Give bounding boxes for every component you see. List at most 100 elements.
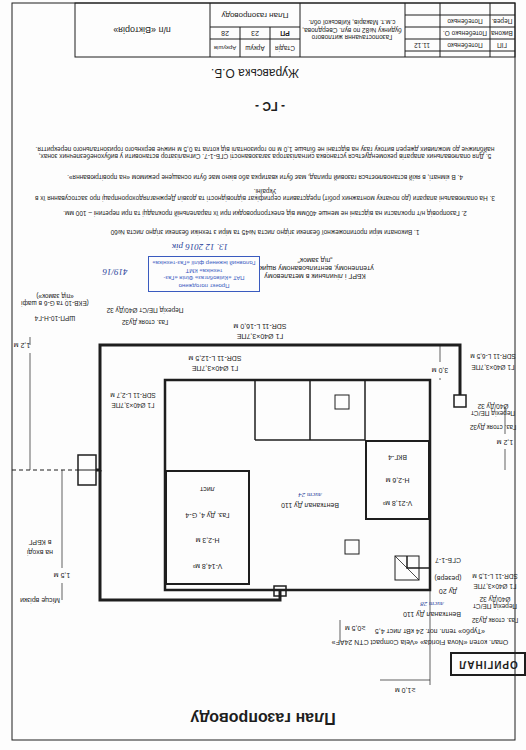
dimension-line [380, 680, 430, 681]
title-block-cell: Стадія [275, 44, 295, 51]
dimension-line [30, 353, 31, 470]
dimension-line [62, 470, 63, 568]
node-text: ВКГ-4 [388, 453, 407, 461]
dimension-label: 3,0 м [432, 366, 449, 374]
node-text: H-2,3 м [196, 536, 220, 544]
tie-in-label: Місце врізки [20, 596, 60, 604]
pipe-spec: SDR-11 L-6,5 м [470, 352, 516, 359]
frame-group [12, 3, 515, 740]
gas-riser [454, 395, 466, 407]
node-text: ПАТ «Київоблгаз» Філія «Газ-техніка» КМТ [152, 267, 256, 281]
dimension-line [440, 345, 441, 362]
original-stamp: ОРИГІНАЛ [450, 652, 526, 676]
node-text: Головний інженер філії «Газ-техніка» [152, 259, 255, 266]
dimension-line [440, 378, 441, 380]
gas-pipeline [100, 470, 280, 600]
dimension-line [62, 583, 63, 600]
tie-in-label: в КБРГ [29, 538, 52, 546]
transition-label: Перехід ПЕ/Ст Ø40/Ду 32 [469, 596, 521, 611]
transition-label: Перехід ПЕ/Ст Ø40/Ду 32 [107, 306, 184, 313]
dimension-label: 1,5 м [54, 571, 71, 579]
dimension-line [505, 449, 506, 470]
sheet-reference: лист 24 [298, 491, 321, 499]
title-block-cell: 23 [251, 29, 259, 37]
dimension-group [30, 337, 505, 685]
general-note: 2. Газопровід н/т прокласти на відстані … [30, 209, 500, 216]
tie-in-label: на вході [27, 548, 53, 556]
sheet-frame [12, 3, 515, 740]
title-block [75, 3, 515, 57]
title-block-cell: План газопроводу [222, 10, 289, 19]
vent-duct-symbol [335, 395, 349, 409]
node-text: V-21,8 м³ [383, 499, 412, 507]
general-note: 4. В кімнаті, в якій встановлюється газо… [30, 173, 500, 180]
node-text: H-2,6 м [386, 476, 410, 484]
title-block-line [405, 51, 515, 52]
node-text: V-14,8 м³ [193, 562, 222, 570]
title-block-cell: РП [280, 29, 290, 37]
cabinet-note: КБРГ і лічильник в металевому утепленому… [250, 256, 380, 280]
room-box: V-21,8 м³ H-2,6 м ВКГ-4 [365, 440, 430, 520]
node-text: Проект погоджено [179, 282, 230, 289]
sheet-reference: лист 28 [420, 600, 443, 608]
title-block-line [240, 27, 241, 57]
registration-number: 419/16 [102, 267, 127, 277]
room-box: V-14,8 м³H-2,3 мГаз. Ду 4, G-4лист [165, 470, 250, 585]
pipe-note: (резерв) [435, 574, 462, 582]
approval-stamp: Проект погодженоПАТ «Київоблгаз» Філія «… [148, 256, 260, 292]
title-block-cell: Викона [491, 29, 513, 36]
pipe-spec: Г1 Ø40×3,7ПЕ [111, 401, 154, 408]
riser-label: Газ. стояк Ду32 [470, 423, 516, 430]
author-name: Журавська О.Б. [211, 65, 299, 79]
title-block-line [210, 3, 211, 57]
title-block-cell: 11.12 [414, 41, 430, 48]
title-block-line [405, 15, 515, 16]
equipment-note: «Турбо» тепл. пот. 24 кВт лист 4,5 [375, 627, 485, 635]
vent-label: Вентканал Ду 110 [281, 501, 339, 509]
drawing-title: План газопроводу [190, 709, 335, 727]
regulator-note: (ЕКВ-10 та G-6 в шафі «під замок») [16, 293, 94, 308]
title-block-line [270, 27, 271, 57]
title-block-cell: п/п «Вікторія» [113, 25, 171, 35]
inner-wall [309, 380, 311, 440]
pipe-spec: SDR-11 L-1,5 м [472, 572, 518, 579]
vent-duct-symbol [345, 540, 359, 554]
title-block-cell: 28 [221, 29, 229, 37]
pipe-spec: SDR-11 L-2,7 м [110, 391, 156, 398]
building-group [165, 380, 430, 590]
title-block-line [210, 39, 300, 40]
pipe-spec: Г1 Ø40×3,7ПЕ [192, 364, 238, 372]
dimension-line [340, 620, 341, 640]
title-block-cell: Газопостачання житлового будинку №82 по … [302, 19, 402, 41]
dimension-label: ≥0,5 м [345, 624, 365, 632]
general-note: 1. Виконати міри протипожежної безпеки з… [30, 228, 500, 235]
title-block-line [300, 3, 301, 57]
pipe-spec: Г1 Ø40×3,7ПЕ [473, 582, 516, 589]
building-outline [165, 380, 430, 590]
dimension-label: ≥1,0 м [395, 686, 415, 694]
title-block-line [490, 3, 491, 57]
pipe-spec: Г1 Ø40×3,7ПЕ [237, 332, 283, 340]
title-block-line [440, 3, 441, 57]
regulator-label: ШРП-10-Н-Г4 [35, 314, 76, 321]
pipe-size: Ду 20 [439, 587, 457, 595]
pipe-spec: Г1 Ø40×3,7ПЕ [471, 363, 514, 370]
general-note: 3. На опалювальні апарати (до початку мо… [30, 188, 500, 203]
title-block-cell: Перев. [492, 17, 513, 24]
node-text: ОРИГІНАЛ [458, 658, 518, 670]
inner-wall [364, 380, 366, 440]
inlet-line [12, 470, 78, 471]
gas-pipeline [407, 556, 430, 568]
vent-label: Вентканал Ду 110 [403, 610, 461, 618]
dimension-label: 1,2 м [14, 341, 31, 349]
node-text: Газ. Ду 4, G-4 [185, 511, 229, 519]
regulator-cabinet [78, 470, 96, 471]
title-block-cell: ГІП [497, 41, 507, 48]
title-block-cell: Аркуш [245, 44, 264, 51]
title-block-line [405, 39, 515, 40]
pipe-spec: SDR-11 L-16,0 м [234, 322, 287, 330]
title-block-line [405, 3, 406, 57]
detector-label: СГБ-1-7 [435, 556, 461, 564]
pipe-spec: SDR-11 L-12,5 м [189, 354, 242, 362]
